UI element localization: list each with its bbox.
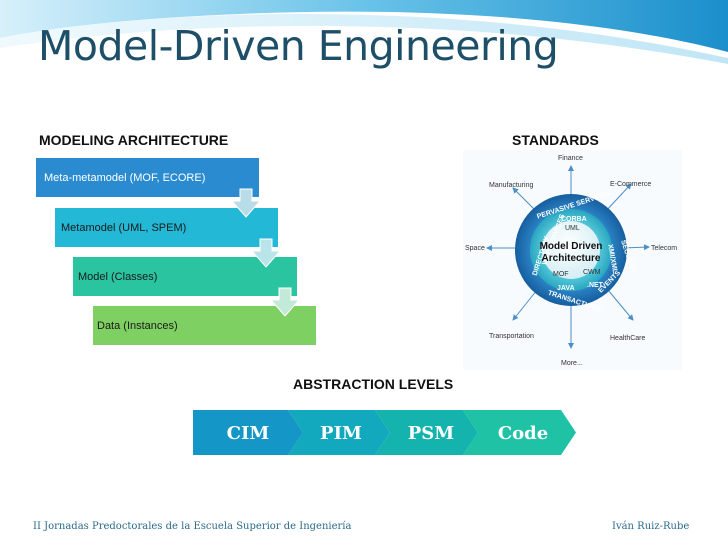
spoke-finance: Finance: [558, 155, 583, 162]
modeling-architecture-label: MODELING ARCHITECTURE: [39, 132, 229, 148]
chevron-pim: [288, 410, 390, 455]
level-model: Model (Classes): [73, 257, 297, 296]
ring-dotnet: .NET: [587, 282, 604, 289]
header-wave: [0, 0, 728, 78]
chevron-code-label: Code: [498, 423, 548, 444]
level-meta-metamodel: Meta-metamodel (MOF, ECORE): [36, 158, 259, 197]
mda-core-line2: Architecture: [542, 253, 601, 264]
spoke-healthcare: HealthCare: [610, 335, 646, 342]
footer-event: II Jornadas Predoctorales de la Escuela …: [33, 521, 352, 532]
inner-mof: MOF: [553, 271, 569, 278]
mda-diagram: PERVASIVE SERVICES SECURITY EVENTS TRANS…: [463, 150, 682, 370]
chevron-pim-label: PIM: [320, 423, 362, 444]
chevron-cim: [193, 410, 303, 455]
spoke-e-commerce: E-Commerce: [610, 181, 651, 188]
level-metamodel: Metamodel (UML, SPEM): [55, 208, 278, 247]
spoke-manufacturing: Manufacturing: [489, 182, 533, 189]
mda-core-line1: Model Driven: [540, 241, 603, 252]
level-data: Data (Instances): [93, 306, 316, 345]
slide-title: Model-Driven Engineering: [38, 22, 559, 70]
footer-author: Iván Ruiz-Rube: [612, 521, 690, 532]
down-arrow-icon: [251, 238, 281, 268]
down-arrow-icon: [270, 287, 300, 317]
chevron-cim-label: CIM: [227, 423, 270, 444]
inner-cwm: CWM: [583, 269, 601, 276]
inner-uml: UML: [565, 225, 580, 232]
spoke-space: Space: [465, 245, 485, 252]
spoke-telecom: Telecom: [651, 245, 677, 252]
standards-label: STANDARDS: [512, 132, 599, 148]
abstraction-levels-label: ABSTRACTION LEVELS: [293, 376, 454, 392]
spoke-transportation: Transportation: [489, 333, 534, 340]
chevron-code: [463, 410, 576, 455]
spoke-more: More...: [561, 360, 583, 367]
ring-corba: CORBA: [561, 216, 587, 223]
abstraction-chevrons: CIM PIM PSM Code: [193, 410, 576, 455]
chevron-psm-label: PSM: [408, 423, 455, 444]
ring-java: JAVA: [557, 285, 575, 292]
chevron-psm: [375, 410, 478, 455]
down-arrow-icon: [231, 188, 261, 218]
